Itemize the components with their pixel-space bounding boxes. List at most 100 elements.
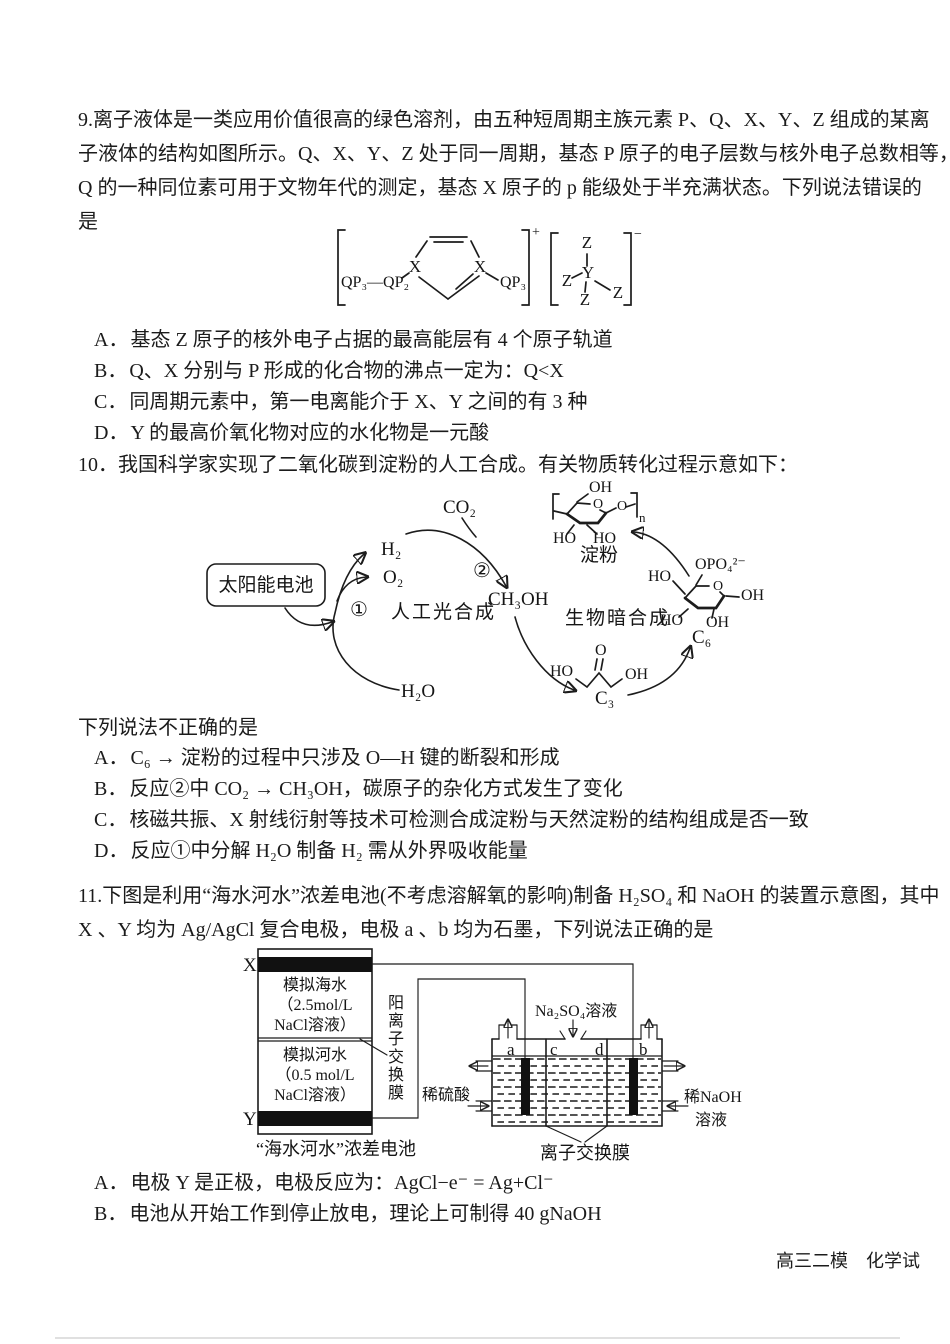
c3-oh-right: OH bbox=[625, 666, 649, 683]
q10-options: A．C₆ → 淀粉的过程中只涉及 O—H 键的断裂和形成 B．反应②中 CO₂ … bbox=[94, 743, 809, 867]
q11-option-b: B．电池从开始工作到停止放电，理论上可制得 40 gNaOH bbox=[94, 1199, 602, 1230]
q10-option-d-text: 反应①中分解 H₂O 制备 H₂ 需从外界吸收能量 bbox=[130, 840, 528, 862]
z-top-label: Z bbox=[582, 233, 592, 252]
svg-text:（0.5 mol/L: （0.5 mol/L bbox=[275, 1066, 354, 1084]
q10-stem: 10．我国科学家实现了二氧化碳到淀粉的人工合成。有关物质转化过程示意如下： bbox=[78, 454, 798, 476]
electrode-x-bar bbox=[258, 957, 372, 972]
c3-structure: O HO OH bbox=[550, 642, 649, 689]
q9-option-b-text: Q、X 分别与 P 形成的化合物的沸点一定为：Q<X bbox=[129, 360, 564, 382]
q9-option-d: D．Y 的最高价氧化物对应的水化物是一元酸 bbox=[94, 418, 613, 449]
river-labels: 模拟河水 （0.5 mol/L NaCl溶液） bbox=[274, 1046, 356, 1104]
h2o-label: H₂O bbox=[401, 681, 435, 702]
starch-structure: OH O O n HO HO bbox=[552, 479, 646, 547]
ring-x2-label: X bbox=[474, 257, 486, 276]
na2so4-inlet bbox=[559, 1019, 587, 1040]
svg-text:NaCl溶液）: NaCl溶液） bbox=[274, 1086, 356, 1104]
q9-stem: 9.离子液体是一类应用价值很高的绿色溶剂，由五种短周期主族元素 P、Q、X、Y、… bbox=[78, 103, 950, 239]
compartment-a-label: a bbox=[507, 1040, 515, 1059]
c3-carbonyl-o: O bbox=[595, 642, 607, 659]
compartment-c-label: c bbox=[550, 1040, 558, 1059]
dilute-h2so4-label: 稀硫酸 bbox=[422, 1086, 470, 1104]
dilute-naoh-label-1: 稀NaOH bbox=[684, 1088, 742, 1106]
q11-option-b-text: 电池从开始工作到停止放电，理论上可制得 40 gNaOH bbox=[129, 1203, 602, 1225]
q9-option-c-text: 同周期元素中，第一电离能介于 X、Y 之间的有 3 种 bbox=[129, 391, 588, 413]
qp-chain-label: QP₃—QP₂ bbox=[341, 274, 409, 291]
q9-stem-line-4: 是 bbox=[78, 211, 98, 233]
q10-option-c-label: C． bbox=[94, 809, 128, 831]
q10-option-b-text: 反应②中 CO₂ → CH₃OH，碳原子的杂化方式发生了变化 bbox=[129, 778, 623, 800]
battery-caption: “海水河水”浓差电池 bbox=[256, 1139, 416, 1159]
compartment-d-label: d bbox=[595, 1040, 604, 1059]
q9-option-d-text: Y 的最高价氧化物对应的水化物是一元酸 bbox=[130, 422, 490, 444]
dilute-naoh-label-2: 溶液 bbox=[695, 1111, 727, 1129]
q9-option-c: C．同周期元素中，第一电离能介于 X、Y 之间的有 3 种 bbox=[94, 387, 613, 418]
q11-option-a: A．电极 Y 是正极，电极反应为：AgCl−e⁻ = Ag+Cl⁻ bbox=[94, 1168, 602, 1199]
q11-option-a-text: 电极 Y 是正极，电极反应为：AgCl−e⁻ = Ag+Cl⁻ bbox=[130, 1172, 554, 1194]
o2-label: O₂ bbox=[383, 567, 403, 588]
q9-option-c-label: C． bbox=[94, 391, 128, 413]
cation-right-bracket bbox=[521, 229, 530, 306]
c6-ho-left: HO bbox=[648, 568, 671, 585]
anion-charge: − bbox=[634, 227, 642, 242]
ion-membrane-pointer-c bbox=[545, 1125, 582, 1143]
anion-right-bracket bbox=[623, 232, 632, 306]
q11-stem-line-2: X 、Y 均为 Ag/AgCl 复合电极，电极 a 、b 均为石墨，下列说法正确… bbox=[78, 919, 714, 941]
c6-ho-bottom: HO bbox=[660, 612, 683, 629]
seawater-labels: 模拟海水 （2.5mol/L NaCl溶液） bbox=[274, 976, 356, 1034]
c6-opo4-label: OPO₄²⁻ bbox=[695, 556, 746, 573]
ch3oh-label: CH₃OH bbox=[488, 589, 549, 610]
q10-process-diagram: 太阳能电池 H₂ O₂ H₂O CO₂ ① ② 人工光合成 CH₃OH 生物暗合… bbox=[206, 479, 765, 709]
anion-left-bracket bbox=[550, 232, 559, 306]
q9-options: A．基态 Z 原子的核外电子占据的最高能层有 4 个原子轨道 B．Q、X 分别与… bbox=[94, 325, 613, 449]
bottom-edge-line bbox=[55, 1337, 900, 1339]
svg-text:交: 交 bbox=[388, 1048, 404, 1066]
c6-oh-bottom: OH bbox=[706, 614, 730, 631]
c6-oh-right: OH bbox=[741, 587, 765, 604]
electrode-a-bar bbox=[521, 1058, 530, 1115]
c6-label: C₆ bbox=[692, 627, 711, 648]
q11-option-a-label: A． bbox=[94, 1172, 129, 1194]
electrode-y-bar bbox=[258, 1111, 372, 1126]
q9-option-b: B．Q、X 分别与 P 形成的化合物的沸点一定为：Q<X bbox=[94, 356, 613, 387]
q10-option-c-text: 核磁共振、X 射线衍射等技术可检测合成淀粉与天然淀粉的结构组成是否一致 bbox=[129, 809, 809, 831]
q9-option-a-label: A． bbox=[94, 329, 129, 351]
q10-option-a: A．C₆ → 淀粉的过程中只涉及 O—H 键的断裂和形成 bbox=[94, 743, 809, 774]
ion-membrane-label: 离子交换膜 bbox=[540, 1143, 630, 1163]
q10-option-d-label: D． bbox=[94, 840, 129, 862]
q9-stem-line-1: 9.离子液体是一类应用价值很高的绿色溶剂，由五种短周期主族元素 P、Q、X、Y、… bbox=[78, 109, 930, 131]
electrode-y-label: Y bbox=[243, 1109, 257, 1130]
imidazolium-ring bbox=[401, 236, 499, 300]
h2-label: H₂ bbox=[381, 539, 401, 560]
svg-text:膜: 膜 bbox=[388, 1084, 404, 1102]
q11-apparatus-diagram: X Y 模拟海水 （2.5mol/L NaCl溶液） 模拟河水 （0.5 mol… bbox=[243, 948, 742, 1163]
cycle-arrows bbox=[284, 517, 690, 696]
starch-glycosidic-o: O bbox=[617, 499, 627, 514]
step1-label: ① bbox=[350, 599, 368, 621]
co2-label: CO₂ bbox=[443, 497, 476, 518]
svg-text:模拟河水: 模拟河水 bbox=[283, 1046, 347, 1064]
svg-text:子: 子 bbox=[388, 1030, 404, 1048]
starch-ring-o: O bbox=[593, 497, 603, 512]
starch-ho-right: HO bbox=[593, 530, 616, 547]
q9-option-b-label: B． bbox=[94, 360, 128, 382]
ring-x1-label: X bbox=[409, 257, 421, 276]
starch-label: 淀粉 bbox=[580, 544, 618, 566]
svg-text:NaCl溶液）: NaCl溶液） bbox=[274, 1016, 356, 1034]
starch-poly-n: n bbox=[639, 510, 646, 525]
c6-structure: OPO₄²⁻ HO O OH HO OH bbox=[648, 556, 765, 631]
ion-membrane-pointer-d bbox=[584, 1125, 608, 1143]
na2so4-label: Na₂SO₄溶液 bbox=[535, 1002, 617, 1020]
solar-cell-label: 太阳能电池 bbox=[218, 574, 313, 596]
q10-option-b-label: B． bbox=[94, 778, 128, 800]
starch-ho-left: HO bbox=[553, 530, 576, 547]
q11-stem: 11.下图是利用“海水河水”浓差电池(不考虑溶解氧的影响)制备 H₂SO₄ 和 … bbox=[78, 879, 940, 947]
wire-y-to-a bbox=[371, 978, 526, 1119]
svg-text:离: 离 bbox=[388, 1012, 404, 1030]
q9-option-a-text: 基态 Z 原子的核外电子占据的最高能层有 4 个原子轨道 bbox=[130, 329, 613, 351]
cation-charge: + bbox=[532, 225, 540, 240]
solar-cell-box bbox=[206, 563, 326, 607]
gas-outlet-right bbox=[640, 1021, 658, 1040]
cation-left-bracket bbox=[337, 229, 346, 306]
starch-oh-top: OH bbox=[589, 479, 613, 496]
c6-ring-o: O bbox=[713, 579, 723, 594]
